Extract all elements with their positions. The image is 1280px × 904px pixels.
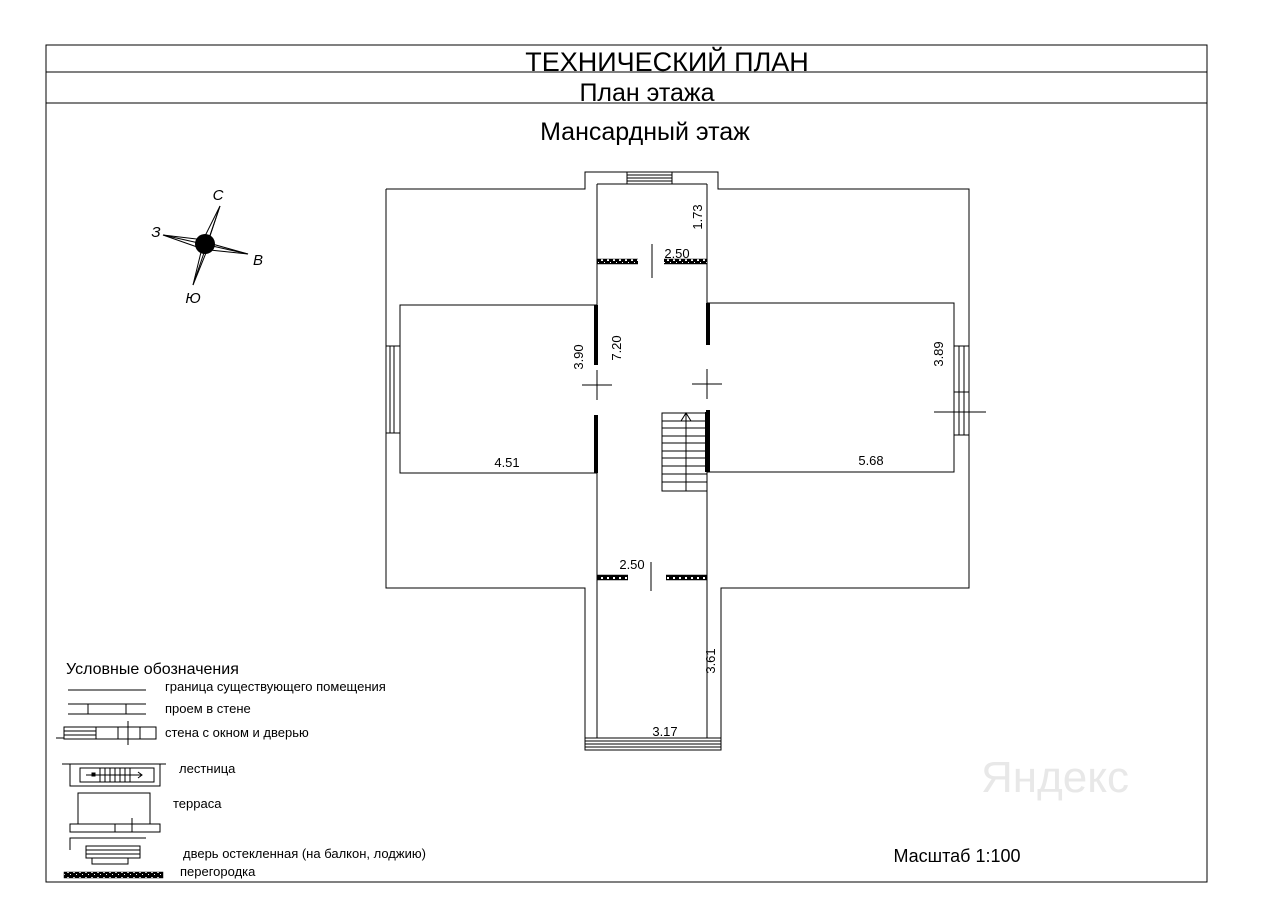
legend-title: Условные обозначения — [66, 661, 239, 678]
legend-symbol-window-door — [56, 721, 157, 745]
dim-bottom-width: 2.50 — [619, 557, 644, 572]
legend-symbol-opening — [68, 703, 146, 715]
dim-terrace-height: 3.61 — [703, 648, 718, 673]
left-room — [399, 304, 598, 474]
dim-right-room-width: 5.68 — [858, 453, 883, 468]
right-window — [934, 345, 986, 436]
compass-rose-icon — [162, 205, 249, 286]
compass-west-label: З — [151, 224, 160, 241]
legend-symbol-terrace — [69, 792, 161, 833]
legend-symbol-stairs — [62, 763, 166, 787]
right-room-door-gap — [705, 345, 711, 410]
dim-terrace-width: 3.17 — [652, 724, 677, 739]
terrace — [585, 578, 721, 748]
legend-symbol-glazed-door — [69, 837, 146, 865]
left-window — [385, 345, 401, 434]
sheet-subtitle: План этажа — [579, 79, 714, 107]
staircase-wall — [705, 412, 709, 472]
legend-item-partition: перегородка — [180, 864, 256, 879]
legend-symbol-partition — [63, 871, 164, 879]
left-room-door-gap — [593, 365, 599, 415]
top-window — [626, 172, 673, 185]
right-room — [706, 302, 955, 473]
dim-right-room-height: 3.89 — [931, 341, 946, 366]
compass-north-label: С — [213, 187, 224, 204]
scale-label: Масштаб 1:100 — [893, 846, 1020, 866]
dim-top-height: 1.73 — [690, 204, 705, 229]
building-outline — [385, 171, 970, 751]
legend-item-opening: проем в стене — [165, 701, 251, 716]
legend-item-glazed-door: дверь остекленная (на балкон, лоджию) — [183, 846, 426, 861]
sheet-title: ТЕХНИЧЕСКИЙ ПЛАН — [525, 46, 809, 77]
dim-left-room-width: 4.51 — [494, 455, 519, 470]
legend-item-window-door: стена с окном и дверью — [165, 725, 309, 740]
legend-item-terrace: терраса — [173, 796, 222, 811]
staircase — [661, 412, 708, 492]
dim-left-room-height: 3.90 — [571, 344, 586, 369]
compass-south-label: Ю — [185, 290, 200, 307]
dimension-ticks — [582, 244, 722, 591]
dim-top-width: 2.50 — [664, 246, 689, 261]
compass-east-label: В — [253, 252, 263, 269]
partition-bottom-opening — [628, 574, 666, 581]
legend-item-stairs: лестница — [179, 761, 236, 776]
floor-name: Мансардный этаж — [540, 118, 750, 146]
partition-top-opening — [638, 258, 664, 265]
corridor-room — [596, 183, 708, 578]
legend-item-boundary: граница существующего помещения — [165, 679, 386, 694]
sheet-frame — [45, 44, 1208, 883]
watermark: Яндекс — [981, 753, 1129, 802]
dim-corridor-length: 7.20 — [609, 335, 624, 360]
